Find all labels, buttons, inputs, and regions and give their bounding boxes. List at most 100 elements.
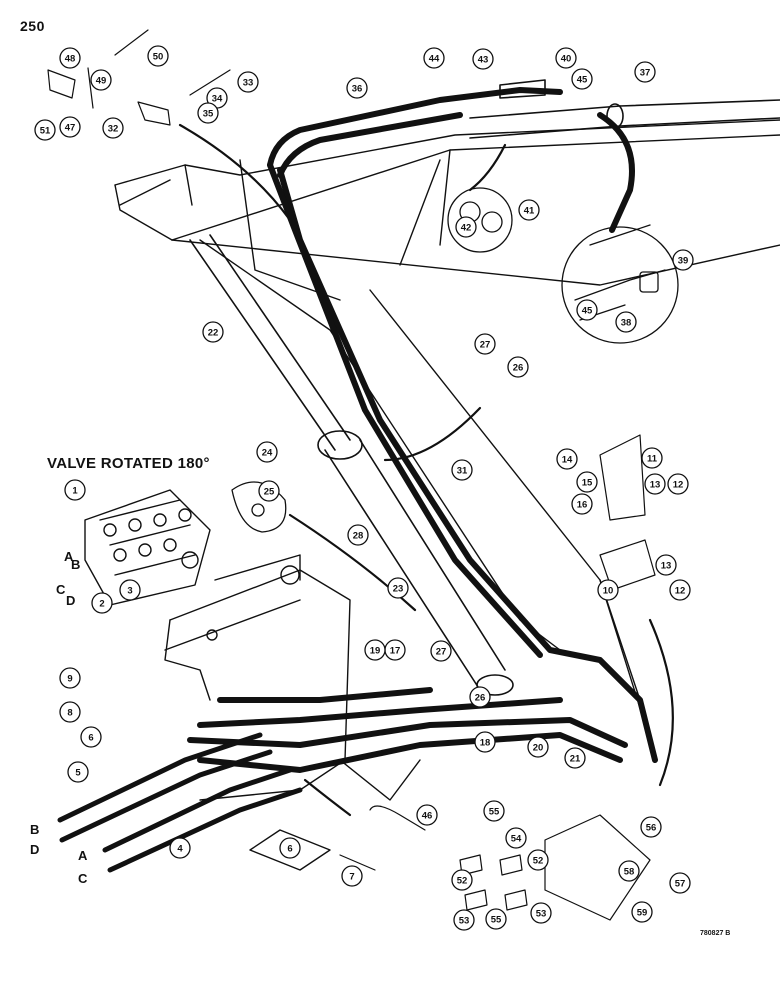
callout-bubble xyxy=(640,816,662,838)
callout-11: 11 xyxy=(641,447,663,469)
callout-bubble xyxy=(530,902,552,924)
callout-19: 19 xyxy=(364,639,386,661)
callout-45: 45 xyxy=(571,68,593,90)
callout-number: 34 xyxy=(212,94,223,105)
callout-number: 32 xyxy=(108,124,119,135)
callout-bubble xyxy=(90,69,112,91)
callout-number: 1 xyxy=(72,486,78,497)
callout-number: 6 xyxy=(88,733,93,744)
callout-number: 28 xyxy=(353,531,364,542)
callout-number: 58 xyxy=(624,867,635,878)
callout-bubble xyxy=(474,333,496,355)
callout-bubble xyxy=(631,901,653,923)
callout-number: 41 xyxy=(524,206,535,217)
callout-bubble xyxy=(387,577,409,599)
callout-46: 46 xyxy=(416,804,438,826)
callout-39: 39 xyxy=(672,249,694,271)
callout-bubble xyxy=(556,448,578,470)
callout-bubble xyxy=(59,116,81,138)
callout-15: 15 xyxy=(576,471,598,493)
callout-number: 47 xyxy=(65,123,76,134)
callout-number: 11 xyxy=(647,454,658,465)
callout-53: 53 xyxy=(530,902,552,924)
callout-number: 21 xyxy=(570,754,581,765)
callout-22: 22 xyxy=(202,321,224,343)
callout-bubble xyxy=(555,47,577,69)
callout-bubble xyxy=(91,592,113,614)
callout-bubble xyxy=(571,68,593,90)
callout-number: 22 xyxy=(208,328,219,339)
callout-number: 55 xyxy=(491,915,502,926)
callout-36: 36 xyxy=(346,77,368,99)
callout-55: 55 xyxy=(483,800,505,822)
callout-number: 46 xyxy=(422,811,433,822)
callout-bubble xyxy=(485,908,507,930)
callout-bubble xyxy=(59,701,81,723)
callout-number: 48 xyxy=(65,54,76,65)
callout-4: 4 xyxy=(169,837,191,859)
callout-26: 26 xyxy=(469,686,491,708)
callout-bubble xyxy=(80,726,102,748)
callout-31: 31 xyxy=(451,459,473,481)
callout-bubble xyxy=(64,479,86,501)
callout-bubble xyxy=(237,71,259,93)
callout-number: 9 xyxy=(67,674,72,685)
callout-bubble xyxy=(346,77,368,99)
main-hoses xyxy=(187,87,658,773)
callout-bubble xyxy=(258,480,280,502)
callout-number: 23 xyxy=(393,584,404,595)
callout-23: 23 xyxy=(387,577,409,599)
callout-bubble xyxy=(67,761,89,783)
hardware-parts xyxy=(47,29,656,921)
callout-bubble xyxy=(455,216,477,238)
callout-18: 18 xyxy=(474,731,496,753)
callout-number: 44 xyxy=(429,54,440,65)
callout-17: 17 xyxy=(384,639,406,661)
callout-number: 38 xyxy=(621,318,632,329)
callout-number: 14 xyxy=(562,455,573,466)
callout-27: 27 xyxy=(474,333,496,355)
callout-bubble xyxy=(416,804,438,826)
callout-number: 31 xyxy=(457,466,468,477)
clamp-detail xyxy=(447,187,513,253)
valve-port-a: A xyxy=(64,549,74,564)
callout-bubble xyxy=(571,493,593,515)
callout-number: 51 xyxy=(40,126,51,137)
callout-bubble xyxy=(644,473,666,495)
valve-port-b: B xyxy=(71,557,81,572)
callout-bubble xyxy=(597,579,619,601)
callout-bubble xyxy=(34,119,56,141)
callout-6: 6 xyxy=(279,837,301,859)
callout-number: 13 xyxy=(650,480,661,491)
callout-bubble xyxy=(615,311,637,333)
callout-number: 25 xyxy=(264,487,275,498)
callout-5: 5 xyxy=(67,761,89,783)
callout-3: 3 xyxy=(119,579,141,601)
callout-27: 27 xyxy=(430,640,452,662)
callout-45: 45 xyxy=(576,299,598,321)
callout-12: 12 xyxy=(669,579,691,601)
callout-number: 35 xyxy=(203,109,214,120)
callout-13: 13 xyxy=(644,473,666,495)
callout-26: 26 xyxy=(507,356,529,378)
callout-number: 4 xyxy=(177,844,183,855)
callout-bubble xyxy=(451,459,473,481)
callout-8: 8 xyxy=(59,701,81,723)
callout-33: 33 xyxy=(237,71,259,93)
callout-bubble xyxy=(576,299,598,321)
hose-port-d: D xyxy=(30,842,40,857)
callout-51: 51 xyxy=(34,119,56,141)
callout-number: 40 xyxy=(561,54,572,65)
callout-32: 32 xyxy=(102,117,124,139)
callout-number: 15 xyxy=(582,478,593,489)
callout-bubble xyxy=(453,909,475,931)
callout-number: 53 xyxy=(459,916,470,927)
callout-number: 27 xyxy=(436,647,447,658)
callout-12: 12 xyxy=(667,473,689,495)
callout-number: 39 xyxy=(678,256,689,267)
hose-port-a: A xyxy=(78,848,88,863)
callout-bubble xyxy=(527,849,549,871)
callout-bubble xyxy=(672,249,694,271)
callout-bubble xyxy=(667,473,689,495)
